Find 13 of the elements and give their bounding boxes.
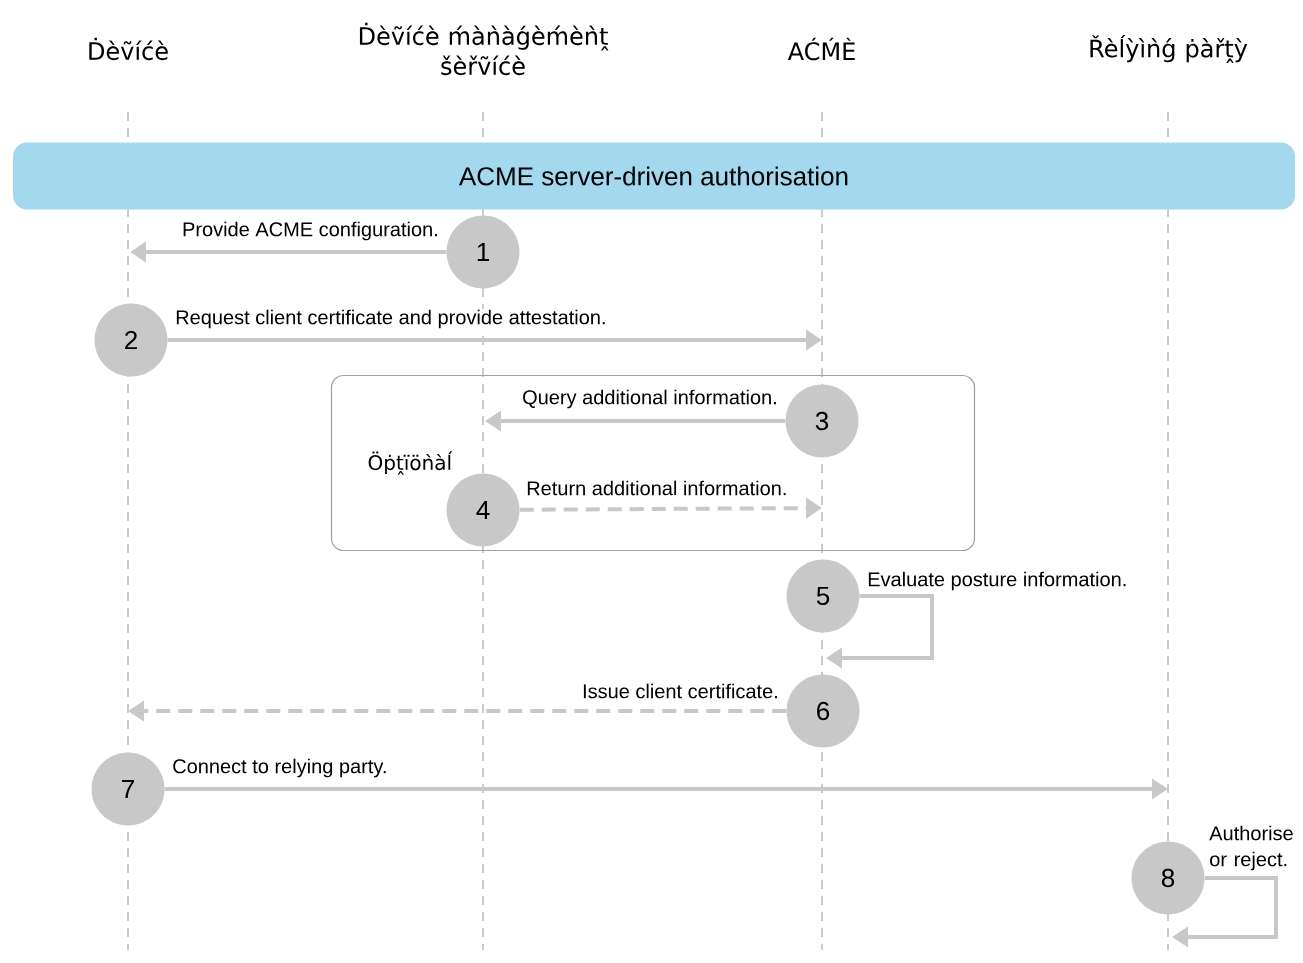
edge-label: Issue client certificate. bbox=[581, 682, 780, 700]
edge-label: Authorise or reject. bbox=[1208, 824, 1303, 872]
participant-label: Řèĺỳìǹǵ ṗàřṱỳ bbox=[1090, 35, 1248, 63]
edge-label: Request client certificate and provide attestation. bbox=[174, 308, 608, 330]
participant-label: AĆḾÈ bbox=[787, 37, 855, 61]
edge-label: Return additional information. bbox=[525, 479, 789, 497]
edge-label: Provide ACME configuration. bbox=[181, 220, 440, 242]
participant-label: Ḋèṽíćè bbox=[89, 37, 168, 61]
edge-label: Evaluate posture information. bbox=[866, 570, 1129, 592]
edge-label: Query additional information. bbox=[521, 388, 779, 410]
edge-label: Connect to relying party. bbox=[171, 757, 389, 779]
participant-label: Ḋèṽíćè ḿàǹàǵèḿèǹṱ šèřṽíćè bbox=[359, 22, 609, 76]
section-band: ACME server-driven authorisation bbox=[13, 142, 1295, 210]
